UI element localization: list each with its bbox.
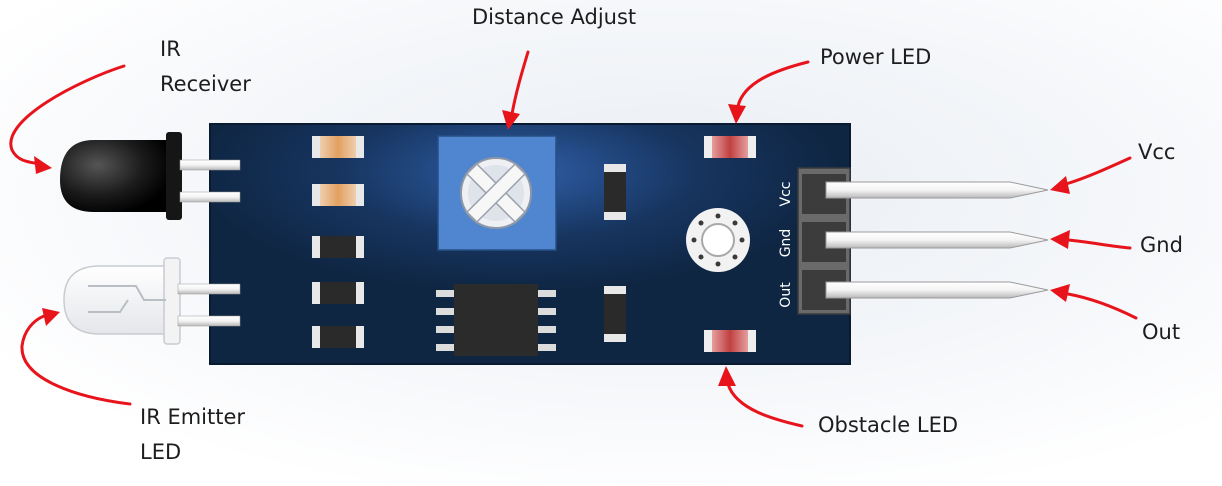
label-obstacle-led-text: Obstacle LED — [818, 413, 959, 437]
pin-out — [825, 281, 1049, 299]
pin-vcc — [825, 181, 1049, 199]
label-ir-emitter-line-2: LED — [140, 440, 182, 464]
arrow-ir-emitter — [20, 308, 132, 406]
header-pins — [797, 167, 1049, 315]
label-ir-emitter-line-1: IR Emitter — [140, 405, 246, 429]
silkscreen-vcc: Vcc — [778, 182, 794, 207]
label-gnd: Gnd — [1140, 228, 1183, 263]
power-led — [704, 136, 756, 158]
label-ir-receiver-line-1: IR — [160, 37, 181, 61]
label-vcc-text: Vcc — [1138, 140, 1176, 164]
resistor-orange-1 — [312, 136, 364, 158]
resistor-dark-3 — [312, 326, 364, 348]
label-ir-emitter-led: IR Emitter LED — [140, 400, 245, 470]
silkscreen-gnd: Gnd — [778, 229, 794, 258]
resistor-orange-2 — [312, 184, 364, 206]
arrow-ir-receiver — [9, 64, 126, 174]
label-gnd-text: Gnd — [1140, 233, 1183, 257]
label-distance-adjust: Distance Adjust — [472, 0, 636, 35]
mounting-hole — [686, 208, 750, 272]
arrow-vcc — [1050, 156, 1132, 194]
arrow-obstacle-led — [718, 366, 804, 428]
arrow-power-led — [728, 60, 810, 124]
smd-resistors — [312, 136, 364, 348]
label-power-led-text: Power LED — [820, 45, 932, 69]
label-distance-adjust-text: Distance Adjust — [472, 5, 637, 29]
label-vcc: Vcc — [1138, 135, 1175, 170]
potentiometer — [437, 135, 557, 251]
smd-vertical-1 — [604, 164, 626, 220]
smd-vertical-2 — [604, 286, 626, 342]
label-ir-receiver: IR Receiver — [160, 32, 251, 102]
label-ir-receiver-line-2: Receiver — [160, 72, 251, 96]
label-obstacle-led: Obstacle LED — [818, 408, 958, 443]
cross-slot-icon — [465, 162, 527, 224]
label-out-text: Out — [1142, 320, 1181, 344]
label-power-led: Power LED — [820, 40, 931, 75]
ic-chip — [436, 284, 556, 356]
obstacle-led — [704, 330, 756, 352]
arrow-out — [1050, 284, 1138, 320]
resistor-dark-2 — [312, 282, 364, 304]
silkscreen-labels: Vcc Gnd Out — [778, 182, 794, 308]
label-out: Out — [1142, 315, 1180, 350]
silkscreen-out: Out — [778, 282, 794, 308]
ir-receiver — [60, 132, 241, 220]
callout-arrows — [9, 50, 1138, 428]
pin-gnd — [825, 231, 1049, 249]
resistor-dark-1 — [312, 236, 364, 258]
ir-emitter-led — [63, 257, 241, 345]
arrow-distance-adjust — [502, 50, 530, 130]
arrow-gnd — [1050, 230, 1132, 250]
